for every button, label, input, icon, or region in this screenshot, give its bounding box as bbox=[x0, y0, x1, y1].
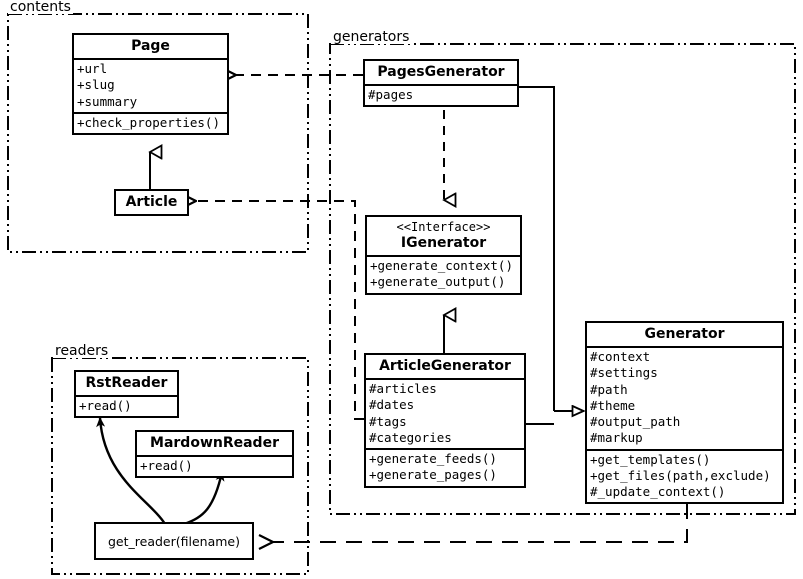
class-igenerator[interactable]: <<Interface>> IGenerator +generate_conte… bbox=[365, 215, 522, 295]
package-frame-generators bbox=[329, 43, 796, 515]
class-generator-name: Generator bbox=[644, 326, 725, 342]
attribute: #pages bbox=[368, 87, 414, 103]
class-page[interactable]: Page +url +slug +summary +check_properti… bbox=[72, 33, 229, 136]
class-rstreader-operations: +read() bbox=[76, 395, 177, 416]
dependency-generator-to-getreader bbox=[273, 503, 688, 542]
operation: +read() bbox=[140, 458, 193, 474]
class-rstreader-name: RstReader bbox=[85, 375, 168, 391]
operation: +get_files(path,exclude) bbox=[590, 467, 771, 483]
attribute: #output_path bbox=[590, 414, 681, 430]
attribute: #context bbox=[590, 349, 651, 365]
class-igenerator-operations: +generate_context() +generate_output() bbox=[367, 255, 520, 293]
class-mardownreader[interactable]: MardownReader +read() bbox=[135, 430, 294, 479]
class-articlegenerator[interactable]: ArticleGenerator #articles #dates #tags … bbox=[364, 353, 526, 488]
operation: +generate_feeds() bbox=[369, 451, 497, 467]
class-igenerator-name: <<Interface>> IGenerator bbox=[367, 217, 520, 255]
operation: +generate_context() bbox=[370, 258, 513, 274]
attribute: #markup bbox=[590, 430, 643, 446]
operation: +check_properties() bbox=[77, 114, 220, 130]
class-page-name: Page bbox=[131, 38, 170, 54]
package-frame-contents bbox=[7, 13, 309, 253]
class-rstreader[interactable]: RstReader +read() bbox=[74, 370, 179, 419]
operation: +get_templates() bbox=[590, 451, 711, 467]
operation: #_update_context() bbox=[590, 484, 726, 500]
generalization-generators-to-generator bbox=[519, 86, 584, 425]
package-label-generators: generators bbox=[331, 29, 412, 45]
function-node-label: get_reader(filename) bbox=[108, 533, 240, 549]
attribute: #dates bbox=[369, 397, 415, 413]
class-pagesgenerator-name: PagesGenerator bbox=[377, 64, 505, 80]
class-pagesgenerator-attributes: #pages bbox=[365, 84, 517, 105]
function-node-get-reader[interactable]: get_reader(filename) bbox=[94, 522, 254, 560]
attribute: #tags bbox=[369, 413, 407, 429]
operation: +read() bbox=[79, 398, 132, 414]
call-getreader-to-rstreader bbox=[96, 417, 167, 525]
call-getreader-to-mardownreader bbox=[183, 471, 225, 526]
attribute: +slug bbox=[77, 77, 115, 93]
package-frame-readers bbox=[51, 357, 309, 575]
class-mardownreader-name: MardownReader bbox=[150, 435, 279, 451]
package-label-readers: readers bbox=[53, 343, 111, 359]
class-page-operations: +check_properties() bbox=[74, 111, 227, 133]
class-articlegenerator-name: ArticleGenerator bbox=[379, 358, 511, 374]
attribute: #settings bbox=[590, 365, 658, 381]
package-label-contents: contents bbox=[8, 0, 73, 15]
attribute: +summary bbox=[77, 93, 138, 109]
dependency-articlegenerator-to-article bbox=[196, 201, 364, 420]
class-mardownreader-operations: +read() bbox=[137, 455, 292, 476]
class-generator-operations: +get_templates() +get_files(path,exclude… bbox=[587, 448, 782, 503]
attribute: #categories bbox=[369, 429, 452, 445]
attribute: #theme bbox=[590, 397, 636, 413]
attribute: #path bbox=[590, 381, 628, 397]
class-articlegenerator-attributes: #articles #dates #tags #categories bbox=[366, 378, 524, 448]
operation: +generate_pages() bbox=[369, 467, 497, 483]
class-articlegenerator-operations: +generate_feeds() +generate_pages() bbox=[366, 448, 524, 486]
class-igenerator-stereotype: <<Interface>> bbox=[396, 220, 491, 234]
attribute: #articles bbox=[369, 381, 437, 397]
class-igenerator-label: IGenerator bbox=[400, 235, 487, 251]
class-article-name: Article bbox=[125, 194, 178, 210]
class-generator[interactable]: Generator #context #settings #path #them… bbox=[585, 321, 784, 505]
attribute: +url bbox=[77, 61, 108, 77]
class-article[interactable]: Article bbox=[114, 189, 189, 217]
operation: +generate_output() bbox=[370, 274, 506, 290]
class-pagesgenerator[interactable]: PagesGenerator #pages bbox=[363, 59, 519, 108]
class-generator-attributes: #context #settings #path #theme #output_… bbox=[587, 346, 782, 449]
class-page-attributes: +url +slug +summary bbox=[74, 58, 227, 112]
